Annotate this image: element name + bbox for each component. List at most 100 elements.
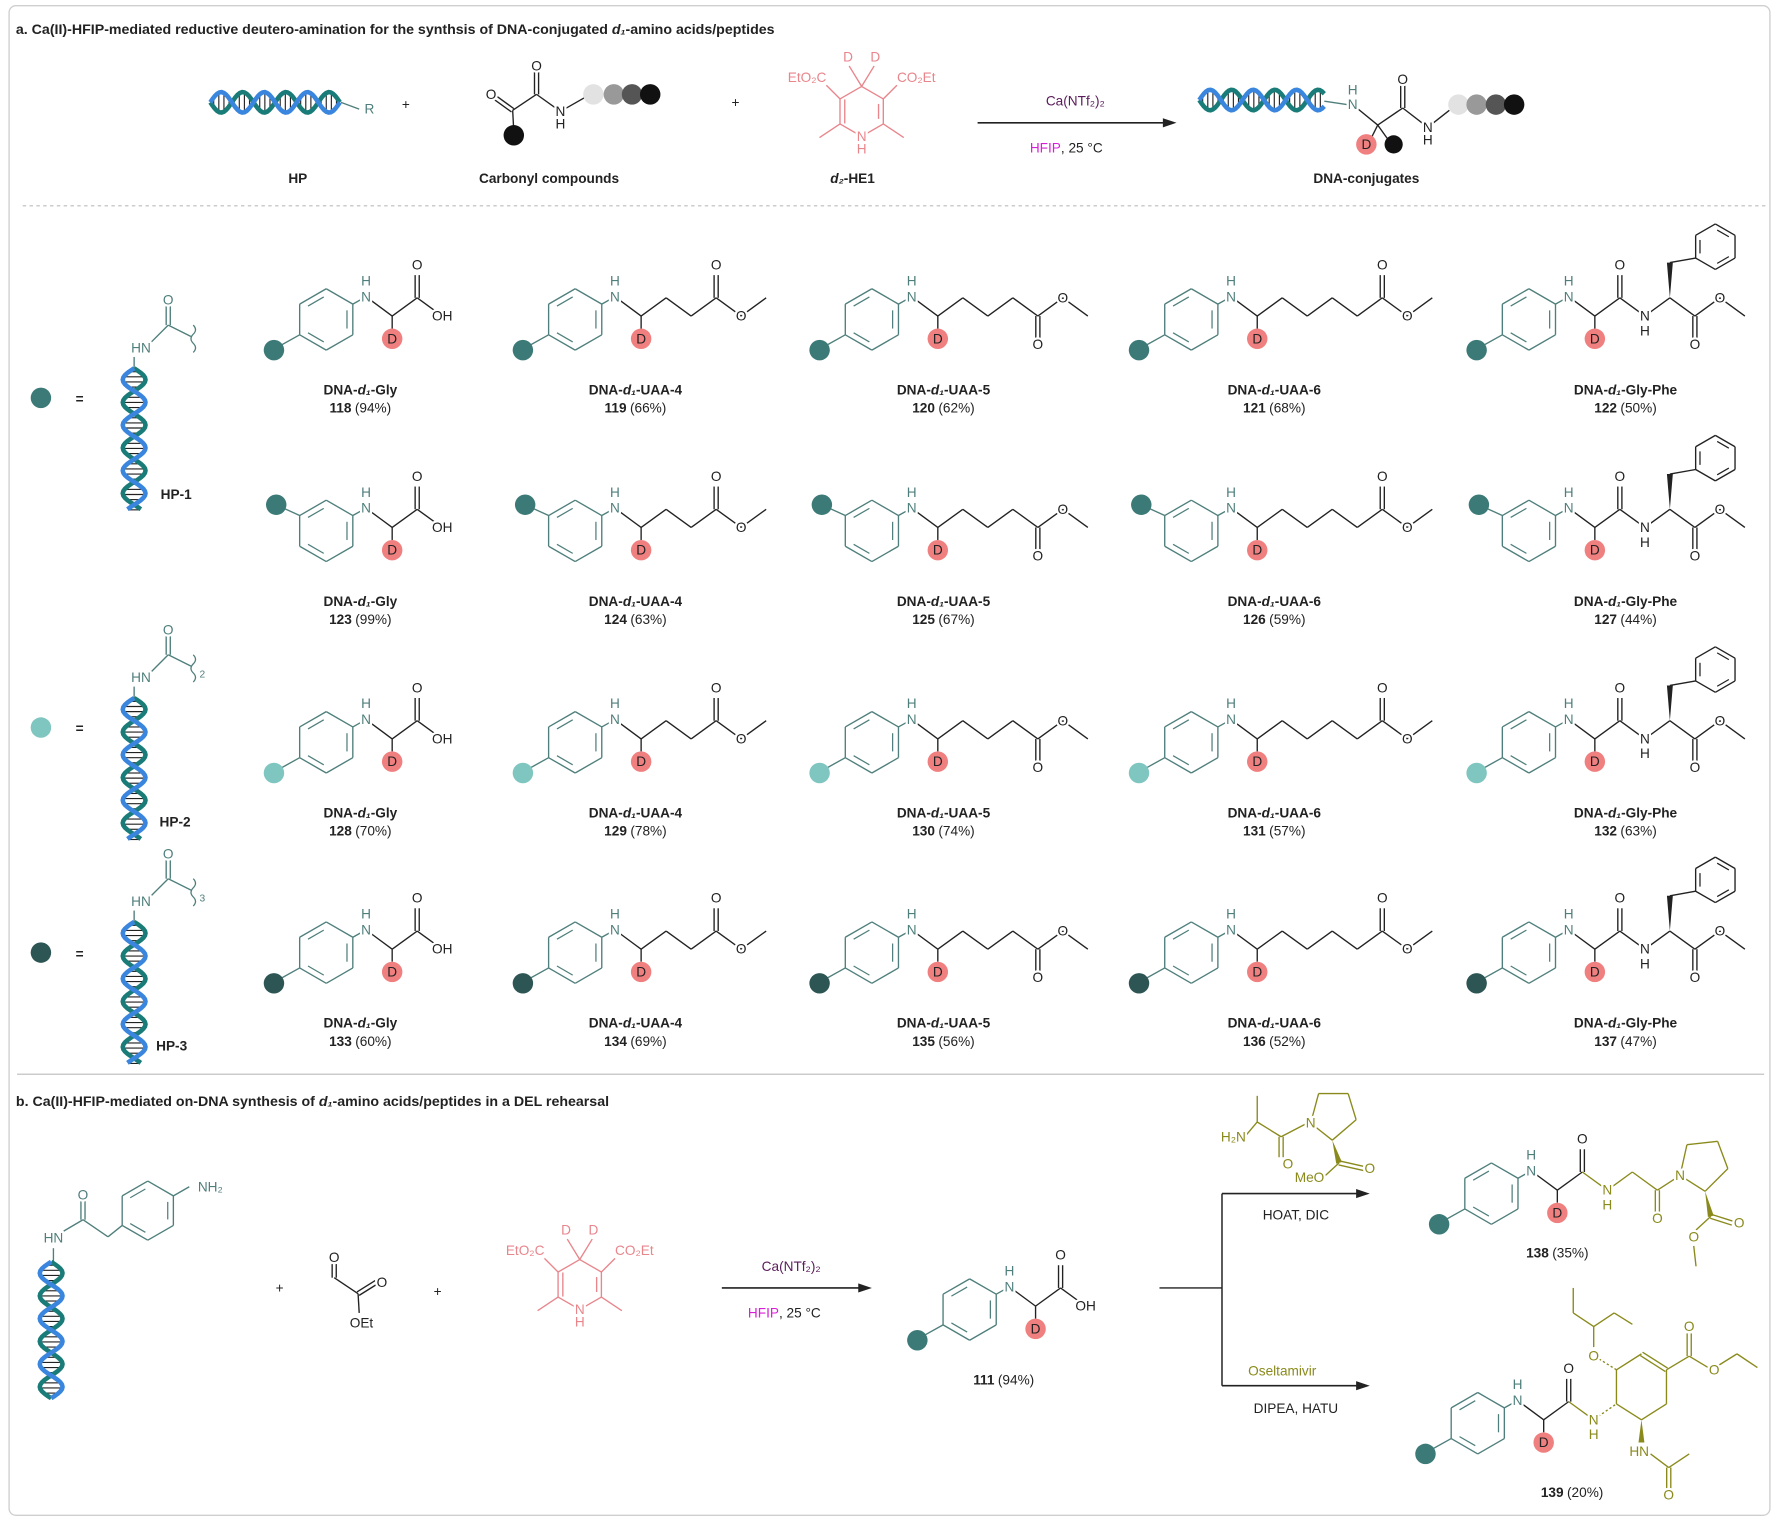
atom-label: O [412, 680, 423, 695]
bond-line [898, 929, 912, 938]
ring-inner-bond [1716, 862, 1730, 871]
ring-bond [1501, 334, 1530, 351]
compound-name: DNA-d₁-UAA-4 [589, 594, 683, 609]
label-part: -UAA-6 [1275, 805, 1322, 820]
label-part: d₁ [931, 1016, 944, 1031]
compound-yield: 131(57%) [1243, 824, 1306, 839]
deuterium-marker-icon [927, 539, 949, 561]
atom-label: OEt [350, 1316, 374, 1331]
bond-line [391, 930, 418, 950]
ring-bond [1695, 257, 1716, 271]
atom-label: N [610, 501, 620, 516]
headpiece-label: HP-1 [161, 487, 192, 502]
plus-sign: + [731, 95, 739, 110]
bond-line [665, 930, 692, 950]
atom-label: O [1709, 1362, 1720, 1377]
atom-label: H [1640, 535, 1650, 550]
ring-bond [1528, 499, 1556, 517]
label-part: DNA- [589, 805, 623, 820]
text-layer: a. Ca(II)-HFIP-mediated reductive deuter… [16, 22, 1747, 1505]
bond-line [391, 720, 418, 740]
ring-bond [1715, 680, 1736, 693]
bond-line [1406, 930, 1433, 950]
compound-name: DNA-d₁-Gly-Phe [1574, 594, 1678, 609]
atom-label: H [1589, 1427, 1599, 1442]
bond-line [740, 297, 767, 317]
label-part: -Gly [371, 1016, 398, 1031]
bond-line [1012, 720, 1039, 740]
ring-bond [1501, 499, 1530, 517]
atom-label: O [711, 257, 722, 272]
bond-line [690, 930, 717, 950]
ring-bond [1695, 468, 1716, 482]
ring-inner-bond [556, 755, 574, 766]
bond-line [167, 654, 192, 667]
atom-label: HN [131, 340, 151, 355]
label-part: -amino acids/peptides in a DEL rehearsal [333, 1094, 610, 1110]
label-part: 133 [329, 1034, 352, 1049]
ring-bond [548, 967, 576, 984]
bond-line [1669, 297, 1696, 317]
ring-inner-bond [951, 1286, 968, 1297]
atom-label: O [736, 942, 747, 957]
ring-bond [299, 288, 327, 305]
bond-line [1244, 1121, 1258, 1138]
atom-label: O [1402, 520, 1413, 535]
bond-line [601, 296, 616, 305]
ring-bond [871, 545, 899, 563]
atom-label: H [1564, 696, 1574, 711]
ring-bond [1190, 288, 1219, 305]
bond-line [1035, 1287, 1061, 1307]
ring-bond [1528, 967, 1556, 984]
bond-line [1012, 930, 1039, 950]
atom-label: H [907, 273, 917, 288]
double-bond [1639, 1355, 1666, 1373]
label-part: -Gly-Phe [1621, 805, 1677, 820]
ring-bond [574, 711, 603, 728]
ring-inner-bond [1716, 256, 1730, 264]
deuterium-label: D [1590, 543, 1600, 558]
ring-bond [1715, 257, 1736, 271]
bond-line [1230, 507, 1258, 529]
compound-yield: 124(63%) [604, 612, 667, 627]
bond-line [1352, 104, 1379, 126]
label-part: a. Ca(II)-HFIP-mediated reductive deuter… [16, 22, 612, 38]
label-part: 127 [1594, 612, 1617, 627]
atom-label: H [361, 485, 371, 500]
label-part: DNA- [1228, 382, 1262, 397]
bond-line [1616, 1353, 1642, 1371]
ring-inner-bond [1716, 467, 1730, 476]
ring-bond [844, 711, 873, 728]
wedge-bond [1332, 1140, 1342, 1164]
atom-label: O [1715, 713, 1726, 728]
bond-line [861, 85, 884, 100]
circles-layer [30, 84, 1606, 1465]
substituent-bead-icon [1384, 135, 1403, 154]
atom-label: N [907, 712, 917, 727]
building-block-bead-icon [1485, 94, 1507, 115]
ring-bond [1450, 1437, 1479, 1455]
ring-bond [1528, 334, 1556, 351]
bond-line [1719, 930, 1746, 950]
d2-he1-label: d₂-HE1 [830, 171, 875, 186]
bond-line [1669, 257, 1696, 264]
bond-line [1406, 720, 1433, 740]
bond-line [1679, 1144, 1688, 1176]
bond-line [614, 719, 642, 740]
deuterium-label: D [933, 331, 943, 346]
ring-inner-bond [556, 507, 574, 519]
atom-label: D [870, 49, 880, 64]
bond-line [882, 84, 898, 100]
reagent-label: Oseltamivir [1248, 1363, 1317, 1378]
ring-inner-bond [1472, 1170, 1490, 1181]
atom-label: O [1364, 1161, 1375, 1176]
bond-line [1356, 930, 1383, 950]
attachment-squiggle [190, 878, 197, 907]
ring-bond [1190, 967, 1219, 984]
bond-line [1669, 508, 1696, 529]
ring-bond [871, 334, 899, 351]
label-part: -Gly [371, 382, 398, 397]
bond-line [1377, 107, 1404, 126]
bond-line [1280, 1122, 1308, 1138]
ring-bond [1715, 468, 1736, 482]
